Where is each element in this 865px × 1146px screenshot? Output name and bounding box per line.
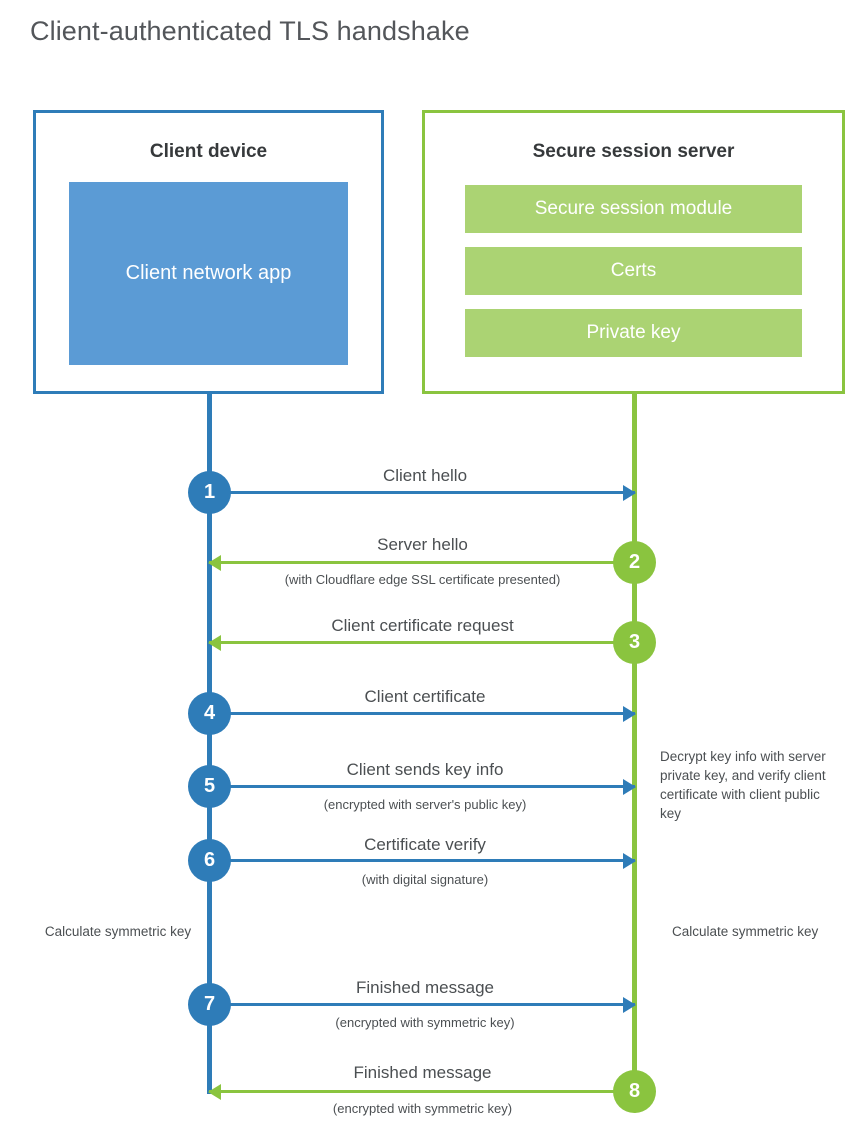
step-circle-2[interactable]: 2 bbox=[613, 541, 656, 584]
arrowhead-right-icon bbox=[623, 484, 636, 501]
secure-session-server-title: Secure session server bbox=[532, 141, 735, 162]
secure-session-server-box: Secure session server Secure session mod… bbox=[422, 110, 845, 394]
server-lifeline bbox=[632, 392, 637, 1094]
arrow-step-6 bbox=[210, 852, 636, 869]
message-label-step-2: Server hello bbox=[377, 535, 468, 554]
message-label-step-7: Finished message bbox=[356, 978, 494, 997]
step-circle-1[interactable]: 1 bbox=[188, 471, 231, 514]
arrowhead-right-icon bbox=[623, 778, 636, 795]
server-module-secure-session-module: Secure session module bbox=[465, 185, 802, 233]
note-client-calculate-symmetric-key: Calculate symmetric key bbox=[44, 924, 192, 939]
message-label-step-5: Client sends key info bbox=[346, 760, 504, 779]
message-label-step-3: Client certificate request bbox=[331, 616, 514, 635]
server-module-label: Private key bbox=[586, 322, 681, 343]
client-network-app-box: Client network app bbox=[69, 182, 348, 365]
message-sublabel-step-6: (with digital signature) bbox=[361, 872, 489, 887]
arrowhead-right-icon bbox=[623, 705, 636, 722]
step-circle-3[interactable]: 3 bbox=[613, 621, 656, 664]
message-label-step-6: Certificate verify bbox=[364, 835, 486, 854]
arrowhead-left-icon bbox=[208, 554, 221, 571]
server-module-private-key: Private key bbox=[465, 309, 802, 357]
client-device-title: Client device bbox=[149, 141, 268, 162]
message-sublabel-step-5: (encrypted with server's public key) bbox=[323, 797, 527, 812]
client-lifeline bbox=[207, 392, 212, 1094]
arrowhead-left-icon bbox=[208, 634, 221, 651]
step-circle-5[interactable]: 5 bbox=[188, 765, 231, 808]
arrow-step-8 bbox=[208, 1083, 635, 1100]
note-server-decrypt: Decrypt key info with server private key… bbox=[660, 749, 826, 822]
step-circle-6[interactable]: 6 bbox=[188, 839, 231, 882]
arrow-step-5 bbox=[210, 778, 636, 795]
arrowhead-right-icon bbox=[623, 996, 636, 1013]
message-label-step-8: Finished message bbox=[353, 1063, 492, 1082]
server-module-label: Certs bbox=[610, 260, 657, 281]
message-sublabel-step-2: (with Cloudflare edge SSL certificate pr… bbox=[284, 572, 561, 587]
arrowhead-left-icon bbox=[208, 1083, 221, 1100]
note-server-calculate-symmetric-key: Calculate symmetric key bbox=[672, 924, 819, 939]
arrow-step-4 bbox=[210, 705, 636, 722]
message-label-step-1: Client hello bbox=[382, 466, 468, 485]
server-modules-list: Secure session module Certs Private key bbox=[465, 185, 802, 371]
arrow-step-2 bbox=[208, 554, 635, 571]
client-device-box: Client device Client network app bbox=[33, 110, 384, 394]
client-network-app-label: Client network app bbox=[125, 262, 292, 285]
arrow-step-7 bbox=[210, 996, 636, 1013]
arrow-step-1 bbox=[210, 484, 636, 501]
server-module-label: Secure session module bbox=[534, 198, 733, 219]
step-circle-7[interactable]: 7 bbox=[188, 983, 231, 1026]
arrow-step-3 bbox=[208, 634, 635, 651]
message-sublabel-step-8: (encrypted with symmetric key) bbox=[332, 1101, 513, 1116]
message-sublabel-step-7: (encrypted with symmetric key) bbox=[335, 1015, 515, 1030]
arrowhead-right-icon bbox=[623, 852, 636, 869]
page-title: Client-authenticated TLS handshake bbox=[30, 16, 470, 46]
step-circle-8[interactable]: 8 bbox=[613, 1070, 656, 1113]
message-label-step-4: Client certificate bbox=[364, 687, 486, 706]
server-module-certs: Certs bbox=[465, 247, 802, 295]
step-circle-4[interactable]: 4 bbox=[188, 692, 231, 735]
